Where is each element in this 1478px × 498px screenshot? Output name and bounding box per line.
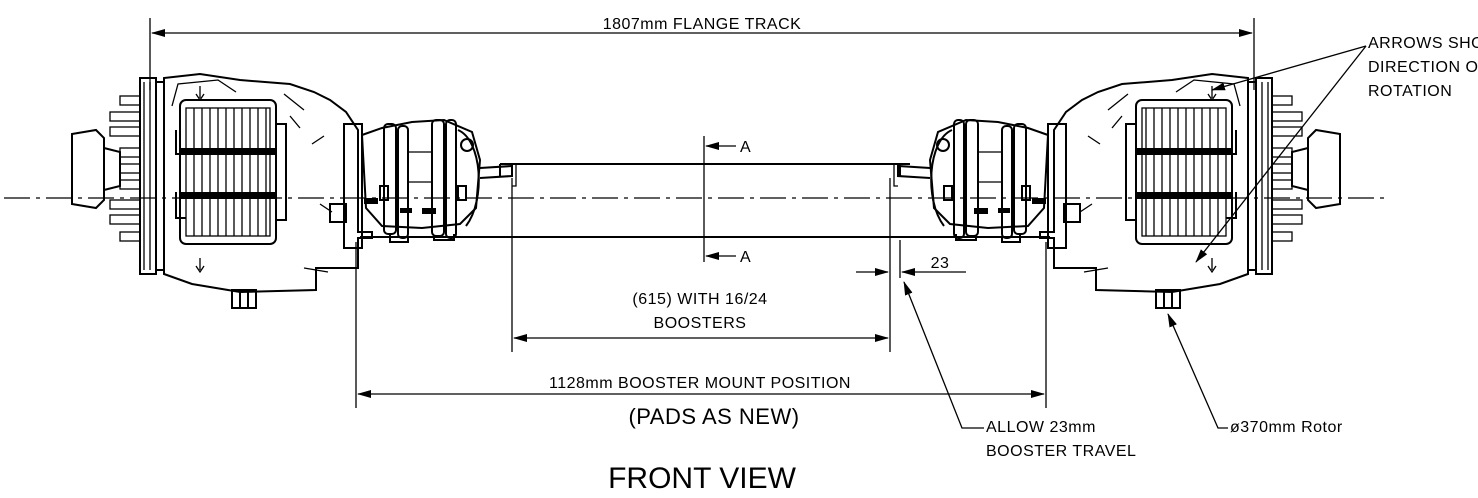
allow-travel-note: ALLOW 23mm BOOSTER TRAVEL <box>903 281 1136 460</box>
flange-track-label: 1807mm FLANGE TRACK <box>603 16 802 33</box>
booster-mount-dimension: 1128mm BOOSTER MOUNT POSITION (PADS AS N… <box>355 242 1047 429</box>
right-wheel-end <box>1039 73 1341 309</box>
view-title: FRONT VIEW <box>608 462 796 495</box>
rotation-note-line-2: DIRECTION OF <box>1368 59 1478 76</box>
allow-travel-line-2: BOOSTER TRAVEL <box>986 443 1136 460</box>
rotation-note: ARROWS SHOW DIRECTION OF ROTATION <box>1195 35 1478 263</box>
rotor-note: ø370mm Rotor <box>1167 313 1343 436</box>
rotation-note-line-3: ROTATION <box>1368 83 1452 100</box>
booster-width-label-2: BOOSTERS <box>654 315 747 332</box>
right-brake-booster <box>893 119 1081 249</box>
booster-travel-dimension: 23 <box>856 240 966 278</box>
section-label-a-top: A <box>740 139 751 156</box>
section-cut-a-a: A A <box>703 136 751 266</box>
rotation-note-line-1: ARROWS SHOW <box>1368 35 1478 52</box>
booster-width-label-1: (615) WITH 16/24 <box>632 291 767 308</box>
booster-mount-label: 1128mm BOOSTER MOUNT POSITION <box>549 375 851 392</box>
booster-width-dimension: (615) WITH 16/24 BOOSTERS <box>511 178 891 352</box>
section-label-a-bottom: A <box>740 249 751 266</box>
booster-travel-value: 23 <box>931 255 950 272</box>
left-brake-booster <box>329 119 517 249</box>
pads-note: (PADS AS NEW) <box>628 404 799 429</box>
allow-travel-line-1: ALLOW 23mm <box>986 419 1096 436</box>
rotor-label: ø370mm Rotor <box>1230 419 1343 436</box>
flange-track-dimension: 1807mm FLANGE TRACK <box>149 16 1255 90</box>
left-wheel-end <box>71 73 373 309</box>
